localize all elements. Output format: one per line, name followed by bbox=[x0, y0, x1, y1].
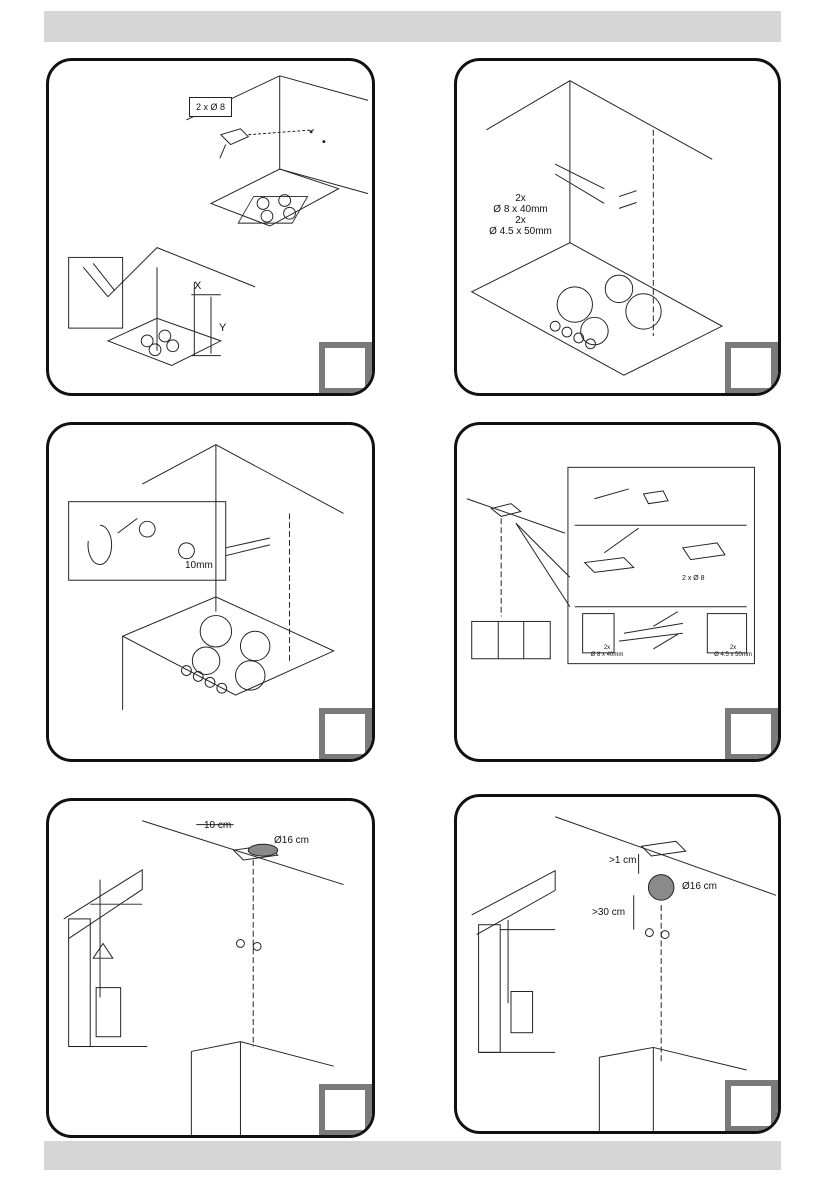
step-panel-3: 10mm bbox=[46, 422, 375, 762]
step-number-box bbox=[319, 1084, 375, 1138]
plug-quantity: 2x bbox=[587, 645, 627, 652]
drill-size-label: 2 x Ø 8 bbox=[189, 97, 232, 117]
ceiling-gap-label: >1 cm bbox=[609, 855, 637, 866]
duct-diameter-label: Ø16 cm bbox=[274, 835, 309, 846]
screw-legend: 2x Ø 4.5 x 50mm bbox=[712, 645, 754, 659]
step-panel-1: 2 x Ø 8 X Y bbox=[46, 58, 375, 396]
screw-gap-label: 10mm bbox=[185, 560, 213, 571]
step-number-box bbox=[319, 708, 375, 762]
step-number-box bbox=[725, 1080, 781, 1134]
plug-size: Ø 8 x 40mm bbox=[587, 652, 627, 659]
plug-size: Ø 8 x 40mm bbox=[484, 204, 557, 215]
plug-quantity: 2x bbox=[484, 193, 557, 204]
fixings-legend: 2x Ø 8 x 40mm 2x Ø 4.5 x 50mm bbox=[484, 193, 557, 237]
step-number-box bbox=[319, 342, 375, 396]
duct-diameter-label: Ø16 cm bbox=[682, 881, 717, 892]
clearance-distance-label: >30 cm bbox=[592, 907, 625, 918]
plug-legend: 2x Ø 8 x 40mm bbox=[587, 645, 627, 659]
drill-size-label: 2 x Ø 8 bbox=[682, 573, 705, 584]
dimension-y-label: Y bbox=[219, 323, 226, 334]
screw-size: Ø 4.5 x 50mm bbox=[712, 652, 754, 659]
step-number-box bbox=[725, 342, 781, 396]
step-panel-2: 2x Ø 8 x 40mm 2x Ø 4.5 x 50mm bbox=[454, 58, 781, 396]
screw-quantity: 2x bbox=[484, 215, 557, 226]
screw-size: Ø 4.5 x 50mm bbox=[484, 226, 557, 237]
dimension-x-label: X bbox=[194, 281, 201, 292]
wall-distance-label: 10 cm bbox=[204, 820, 231, 831]
step-number-box bbox=[725, 708, 781, 762]
step-panel-4: 2 x Ø 8 2x Ø 8 x 40mm 2x Ø 4.5 x 50mm bbox=[454, 422, 781, 762]
screw-quantity: 2x bbox=[712, 645, 754, 652]
footer-bar bbox=[44, 1141, 781, 1170]
step-panel-5: 10 cm Ø16 cm bbox=[46, 798, 375, 1138]
header-bar bbox=[44, 11, 781, 42]
step-panel-6: >1 cm Ø16 cm >30 cm bbox=[454, 794, 781, 1134]
